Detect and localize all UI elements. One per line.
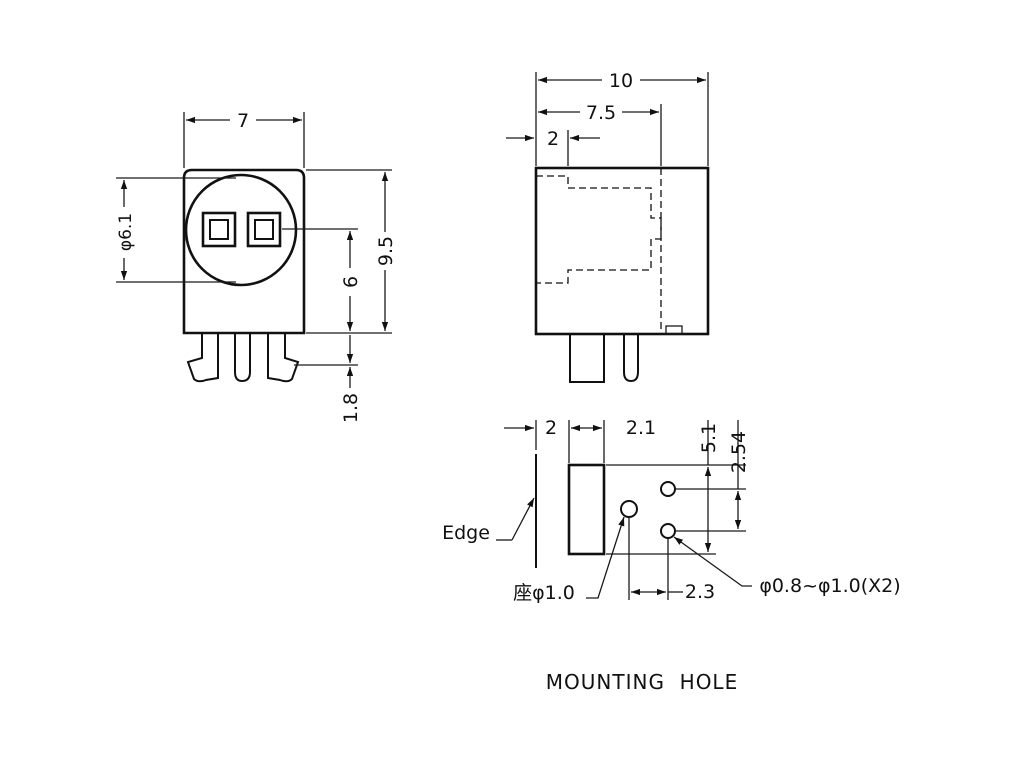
side-body-outline <box>534 166 710 336</box>
side-pin-flat <box>569 333 605 383</box>
front-pin-middle <box>234 333 251 383</box>
side-total-dim: 10 <box>609 70 633 92</box>
side-depth-dim: 7.5 <box>586 102 616 124</box>
mounting-hole-title: MOUNTING HOLE <box>546 670 738 694</box>
front-pin-left <box>186 333 219 383</box>
edge-label: Edge <box>442 522 490 544</box>
mounting-hole-view: 2 2.1 5.1 2.54 2.3 Edge 座φ1.0 φ0.8~φ1.0(… <box>442 417 901 694</box>
front-width-dim: 7 <box>237 110 249 132</box>
front-window-right-inner <box>254 219 274 240</box>
front-pin-right <box>267 333 300 383</box>
pin-hole-label: φ0.8~φ1.0(X2) <box>759 575 900 597</box>
front-body-outline <box>182 168 306 335</box>
side-hidden-profile <box>536 175 662 284</box>
front-inner-dim: 6 <box>340 276 362 288</box>
side-pin-round <box>623 334 639 383</box>
front-window-left <box>201 211 237 248</box>
pin-hole-bottom <box>660 523 676 539</box>
mh-vertical-dim-a: 5.1 <box>698 423 720 453</box>
front-pin-dim: 1.8 <box>340 393 362 423</box>
front-lens-circle <box>184 173 298 287</box>
side-offset-dim: 2 <box>547 128 559 150</box>
seat-hole <box>620 500 638 518</box>
front-height-dim: 9.5 <box>375 236 397 266</box>
front-view: 7 φ6.1 9.5 6 1.8 <box>116 110 397 423</box>
mh-horizontal-dim: 2.3 <box>685 581 715 603</box>
mh-vertical-dim-b: 2.54 <box>728 431 750 473</box>
side-view: 10 7.5 2 <box>506 70 710 383</box>
mounting-slot <box>567 463 606 556</box>
pin-hole-top <box>660 481 676 497</box>
side-notch <box>665 325 683 335</box>
front-diameter-dim: φ6.1 <box>116 213 136 251</box>
front-window-left-inner <box>209 219 229 240</box>
seat-hole-label: 座φ1.0 <box>513 582 575 604</box>
mh-edge-dim: 2 <box>545 417 557 439</box>
mh-slot-dim: 2.1 <box>626 417 656 439</box>
front-window-right <box>246 211 282 248</box>
